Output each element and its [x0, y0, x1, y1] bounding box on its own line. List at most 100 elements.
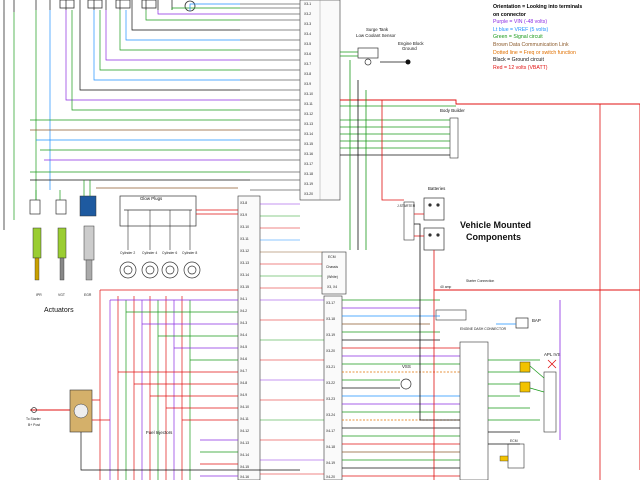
svg-text:X3-12: X3-12	[240, 249, 249, 253]
svg-text:X3-2: X3-2	[304, 12, 311, 16]
engine-dash-label: ENGINE DASH CONNECTOR	[460, 327, 507, 331]
actuators: IPR VGT EGR Actuators	[29, 180, 238, 314]
b-post-label: B+ Post	[28, 423, 40, 427]
svg-text:X3-17: X3-17	[304, 162, 313, 166]
svg-text:X4-14: X4-14	[240, 453, 249, 457]
svg-text:X4-5: X4-5	[240, 345, 247, 349]
surge-tank-label: Surge Tank	[366, 27, 389, 32]
svg-text:X4-9: X4-9	[240, 393, 247, 397]
svg-text:X3-13: X3-13	[304, 122, 313, 126]
svg-text:X3-18: X3-18	[304, 172, 313, 176]
fuel-injectors-label: Fuel Injectors	[146, 430, 173, 435]
cyl8-label: Cylinder 8	[182, 251, 197, 255]
legend-item-brown: Brown Data Communication Link	[493, 41, 569, 48]
svg-text:X3-1: X3-1	[304, 2, 311, 6]
svg-text:X3-11: X3-11	[304, 102, 313, 106]
svg-text:X4-15: X4-15	[240, 465, 249, 469]
svg-text:X4-12: X4-12	[240, 429, 249, 433]
svg-text:X4-13: X4-13	[240, 441, 249, 445]
actuators-label: Actuators	[44, 307, 74, 314]
svg-text:X3-14: X3-14	[304, 132, 313, 136]
ground-label: Ground	[402, 46, 417, 51]
apl-ivs-label: APL IVS	[544, 352, 561, 357]
svg-text:X4-16: X4-16	[240, 475, 249, 479]
bap-label: BAP	[532, 318, 541, 323]
to-starter-label: To Starter	[26, 417, 42, 421]
body-builder-label: Body Builder	[440, 108, 465, 113]
legend-item-dotted: Dotted line = Freq or switch function	[493, 49, 576, 56]
ecm-upper-pin-labels: X3-1X3-2 X3-3X3-4 X3-5X3-6 X3-7X3-8 X3-9…	[304, 2, 313, 196]
svg-text:X4-2: X4-2	[240, 309, 247, 313]
svg-text:X3-12: X3-12	[304, 112, 313, 116]
svg-text:X3-11: X3-11	[240, 237, 249, 241]
top-sensor-connectors	[3, 0, 196, 12]
starter-connection: Starter Connection 40 amp	[434, 279, 640, 321]
cyl6-label: Cylinder 6	[162, 251, 177, 255]
legend-heading-2: on connector	[493, 11, 526, 18]
svg-text:X3-20: X3-20	[326, 349, 335, 353]
ecm-bottom-right: ECM	[499, 439, 525, 469]
vgt-label: VGT	[58, 293, 65, 297]
low-coolant-sensor-label: Low Coolant Sensor	[356, 33, 396, 38]
svg-text:X4-7: X4-7	[240, 369, 247, 373]
engine-block-ground: Engine Block Ground	[380, 41, 424, 65]
wire-color-legend: Orientation = Looking into terminals on …	[493, 4, 638, 72]
legend-item-green: Green = Signal circuit	[493, 34, 543, 41]
svg-text:X4-19: X4-19	[326, 461, 335, 465]
svg-text:X3-16: X3-16	[304, 152, 313, 156]
ecm-upper-wires	[240, 3, 300, 191]
legend-item-black: Black = Ground circuit	[493, 57, 544, 64]
svg-text:X4-6: X4-6	[240, 357, 247, 361]
svg-text:X4-18: X4-18	[326, 445, 335, 449]
svg-text:X3-24: X3-24	[326, 413, 335, 417]
ipr-label: IPR	[36, 293, 42, 297]
egr-label: EGR	[84, 293, 92, 297]
ecm-white-label: (White)	[327, 275, 338, 279]
svg-text:X3-4: X3-4	[304, 32, 311, 36]
glow-plugs-label: Glow Plugs	[140, 196, 163, 201]
vss-label: VSS	[402, 364, 411, 369]
svg-text:X4-1: X4-1	[240, 297, 247, 301]
svg-text:X3-10: X3-10	[304, 92, 313, 96]
ecm-cross-wires	[260, 203, 324, 475]
svg-text:X3-13: X3-13	[240, 261, 249, 265]
engine-block-label: Engine Block	[398, 41, 424, 46]
cyl4-label: Cylinder 4	[142, 251, 157, 255]
apl-ivs-sensor: APL IVS	[519, 352, 561, 433]
svg-text:X3-8: X3-8	[304, 72, 311, 76]
batteries: Batteries J.STARTER	[397, 186, 446, 290]
amp-40-label: 40 amp	[440, 285, 451, 289]
cyl2-label: Cylinder 2	[120, 251, 135, 255]
svg-text:X4-17: X4-17	[326, 429, 335, 433]
svg-text:X3-19: X3-19	[326, 333, 335, 337]
vehicle-mounted-title-1: Vehicle Mounted	[460, 220, 531, 230]
svg-text:X4-3: X4-3	[240, 321, 247, 325]
ecm-ivs-label: ECM	[510, 439, 518, 443]
svg-text:X3-15: X3-15	[304, 142, 313, 146]
vehicle-mounted-title-2: Components	[466, 232, 521, 242]
svg-text:X4-11: X4-11	[240, 417, 249, 421]
svg-text:X3-9: X3-9	[304, 82, 311, 86]
svg-text:X4-4: X4-4	[240, 333, 247, 337]
injector-harness	[99, 289, 238, 480]
legend-item-purple: Purple = VIN (-48 volts)	[493, 19, 548, 26]
svg-text:X3-20: X3-20	[304, 192, 313, 196]
svg-text:X4-10: X4-10	[240, 405, 249, 409]
starter-connection-label: Starter Connection	[466, 279, 494, 283]
svg-text:X3-10: X3-10	[240, 225, 249, 229]
svg-text:X3-22: X3-22	[326, 381, 335, 385]
svg-text:X4-20: X4-20	[326, 475, 335, 479]
vbatt-main-wire	[340, 99, 640, 470]
batteries-label: Batteries	[428, 186, 446, 191]
svg-text:X3-19: X3-19	[304, 182, 313, 186]
svg-text:X3-7: X3-7	[304, 62, 311, 66]
jstarter-label: J.STARTER	[397, 204, 416, 208]
low-coolant-sensor: Surge Tank Low Coolant Sensor	[340, 27, 396, 66]
svg-text:X3-23: X3-23	[326, 397, 335, 401]
right-trunk-wires	[349, 60, 601, 480]
ecm-chassis-label: Chassis	[326, 265, 338, 269]
